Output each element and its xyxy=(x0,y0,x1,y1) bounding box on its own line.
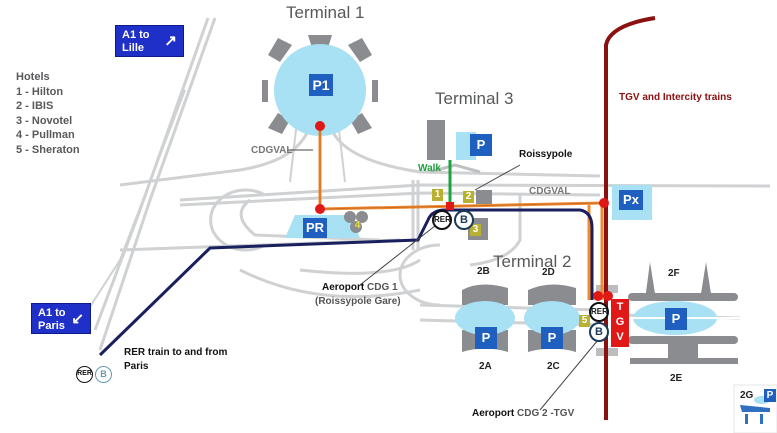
tgv-trains-label: TGV and Intercity trains xyxy=(619,92,732,103)
walk-label: Walk xyxy=(418,163,441,174)
cdg1-leader-line xyxy=(359,217,446,286)
a1-lille-sign-line1: A1 to xyxy=(122,29,150,41)
a1-paris-sign-line1: A1 to xyxy=(38,307,66,319)
cdgval-label-terminal-2: CDGVAL xyxy=(529,186,571,197)
rer-train-label-line2: Paris xyxy=(124,361,149,372)
cdg2-station-label-rest: CDG 2 -TGV xyxy=(517,408,575,419)
terminal-2cd[interactable] xyxy=(524,284,580,352)
hotel-marker-ibis[interactable]: 2 xyxy=(463,191,474,203)
line-b-badge-cdg1[interactable]: B xyxy=(454,210,474,230)
cdgval-line xyxy=(318,125,604,300)
hotel-marker-pullman[interactable]: 4 xyxy=(354,220,361,231)
gate-2c-label: 2C xyxy=(547,361,560,372)
ibis-hotel-building xyxy=(476,190,492,204)
roissypole-leader-line xyxy=(474,164,521,191)
parking-pr-icon[interactable]: PR xyxy=(303,218,327,238)
hotel-legend-item: 3 - Novotel xyxy=(16,114,73,127)
terminal-3-canopy xyxy=(429,163,481,174)
gate-2d-label: 2D xyxy=(542,267,555,278)
cdg2-station-label: Aeroport CDG 2 -TGV xyxy=(472,408,574,419)
tgv-letter-g: G xyxy=(615,316,625,328)
tgv-letter-v: V xyxy=(616,331,624,343)
gate-2g-label: 2G xyxy=(740,390,754,401)
pullman-hotel-building xyxy=(344,211,368,233)
hotel-marker-sheraton[interactable]: 5 xyxy=(579,315,590,327)
cdgval-stop-roissypole[interactable] xyxy=(446,202,454,210)
hotels-legend: Hotels 1 - Hilton 2 - IBIS 3 - Novotel 4… xyxy=(16,70,80,157)
cdgval-stop-terminal-2-b[interactable] xyxy=(603,291,613,301)
gate-2e-label: 2E xyxy=(670,373,683,384)
roissypole-label: Roissypole xyxy=(519,149,573,160)
cdgval-stop-terminal-1[interactable] xyxy=(315,121,325,131)
parking-2a-icon[interactable]: P xyxy=(475,327,497,349)
tgv-line xyxy=(604,16,656,420)
hotels-heading: Hotels xyxy=(16,71,50,83)
line-b-badge-paris[interactable]: B xyxy=(95,366,112,383)
terminal-3-building[interactable] xyxy=(427,120,445,160)
hotel-marker-hilton[interactable]: 1 xyxy=(432,189,443,201)
terminal-3-title: Terminal 3 xyxy=(435,89,514,108)
gate-2a-label: 2A xyxy=(479,361,492,372)
parking-2f-icon[interactable]: P xyxy=(665,308,687,330)
cdg1-station-sublabel: (Roissypole Gare) xyxy=(315,296,401,307)
cdgval-stop-px[interactable] xyxy=(599,198,609,208)
arrow-up-right-icon: ↗ xyxy=(164,32,177,50)
parking-2c-icon[interactable]: P xyxy=(541,327,563,349)
terminal-2-title: Terminal 2 xyxy=(493,252,572,271)
hotel-legend-item: 4 - Pullman xyxy=(16,129,75,141)
rer-badge-cdg1[interactable]: RER xyxy=(432,210,452,230)
cdg2-station-label-bold: Aeroport xyxy=(472,408,515,419)
a1-paris-sign-line2: Paris xyxy=(38,320,65,332)
gate-2f-label: 2F xyxy=(668,268,680,279)
parking-p1-icon[interactable]: P1 xyxy=(309,74,333,96)
terminal-1-title: Terminal 1 xyxy=(286,3,365,22)
hotel-legend-item: 1 - Hilton xyxy=(16,85,64,98)
terminal-2g-pier-1 xyxy=(745,414,748,424)
cdg1-station-label: Aeroport CDG 1 xyxy=(322,282,398,293)
tgv-station-badge[interactable]: T G V xyxy=(611,299,629,347)
arrow-down-left-icon: ↙ xyxy=(71,310,84,327)
rer-train-label: RER train to and from Paris xyxy=(124,346,227,374)
hotel-legend-item: 5 - Sheraton xyxy=(16,143,80,156)
hotel-marker-novotel[interactable]: 3 xyxy=(470,224,481,236)
tgv-letter-t: T xyxy=(616,301,624,313)
cdgval-stop-terminal-2-a[interactable] xyxy=(593,291,603,301)
cdg1-station-label-bold: Aeroport xyxy=(322,282,365,293)
gate-2b-label: 2B xyxy=(477,266,490,277)
rer-badge-cdg2[interactable]: RER xyxy=(589,302,609,322)
cdgval-label-terminal-1: CDGVAL xyxy=(251,145,293,156)
rer-badge-paris[interactable]: RER xyxy=(76,366,93,383)
a1-lille-sign: A1 to Lille ↗ xyxy=(115,25,184,57)
terminal-1-satellites xyxy=(262,35,378,134)
parking-t3-icon[interactable]: P xyxy=(470,134,492,156)
a1-lille-sign-line2: Lille xyxy=(122,42,145,54)
hotel-legend-item: 2 - IBIS xyxy=(16,100,54,112)
parking-px-icon[interactable]: Px xyxy=(619,190,643,210)
cdg1-station-label-rest: CDG 1 xyxy=(367,282,398,293)
cdg2-leader-line xyxy=(539,339,599,411)
line-b-badge-cdg2[interactable]: B xyxy=(589,322,609,342)
terminal-2g-pier-2 xyxy=(760,414,763,424)
terminal-2g-building xyxy=(740,405,770,412)
a1-paris-sign: A1 to Paris ↙ xyxy=(31,303,91,334)
cdgval-stop-pr[interactable] xyxy=(315,204,325,214)
rer-train-label-line1: RER train to and from xyxy=(124,347,228,358)
parking-2g-icon[interactable]: P xyxy=(764,389,776,402)
